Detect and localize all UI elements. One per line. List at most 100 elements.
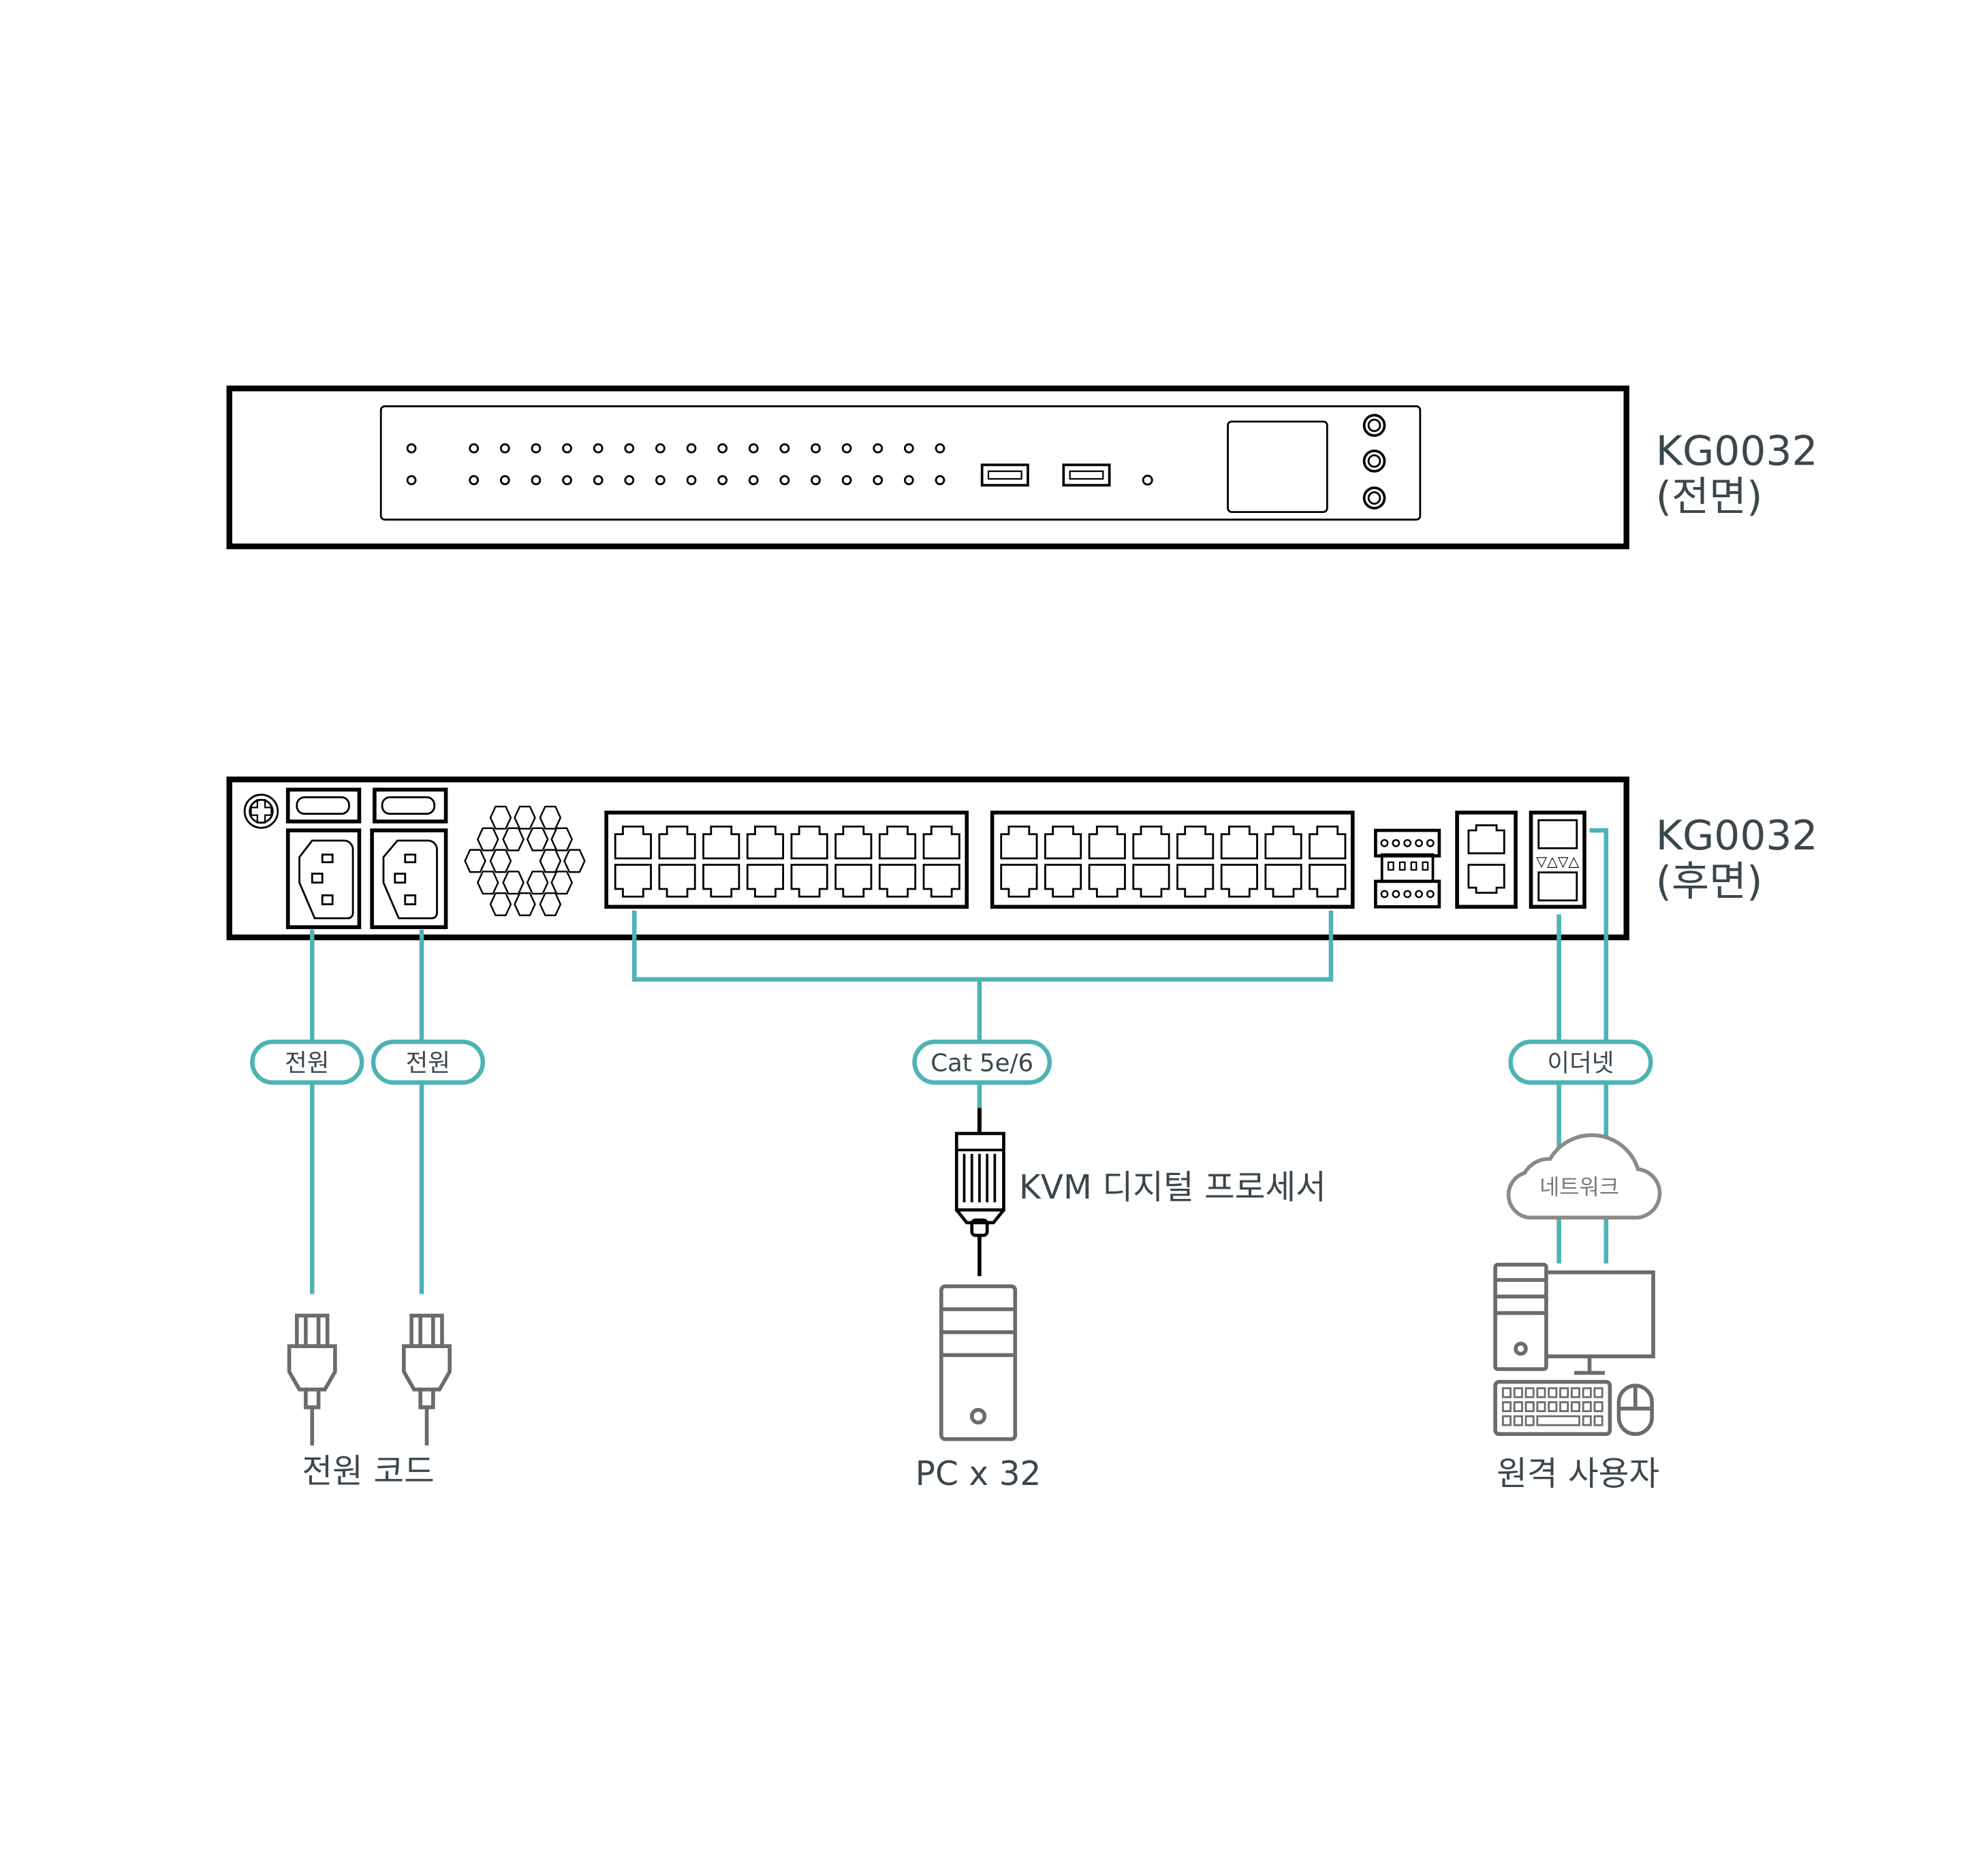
port-led [779, 443, 790, 454]
svg-text:▽△▽△: ▽△▽△ [1536, 853, 1579, 869]
network-cloud-icon: 네트워크 [1506, 1133, 1662, 1220]
port-led [903, 475, 914, 486]
keyboard-key [1513, 1415, 1523, 1426]
power-switch [285, 787, 362, 824]
port-led [499, 475, 510, 486]
port-led [841, 475, 852, 486]
power-cable-label: 전원 [250, 1039, 364, 1085]
vent-hole [489, 805, 512, 830]
keyboard-key [1524, 1415, 1535, 1426]
rj45-port [1000, 864, 1038, 898]
port-led [531, 475, 542, 486]
remote-computer-icon [1493, 1262, 1655, 1437]
port-led [593, 443, 604, 454]
terminal-pin [1403, 839, 1412, 847]
rj45-port [702, 826, 740, 860]
rj45-port [1132, 826, 1170, 860]
keyboard-key [1559, 1387, 1569, 1398]
keyboard-key [1501, 1387, 1512, 1398]
front-model-label: KG0032 [1656, 427, 1818, 475]
vent-hole [550, 827, 573, 851]
cat-cable-label: Cat 5e/6 [912, 1039, 1052, 1085]
terminal-slot [1422, 861, 1429, 871]
vent-hole [526, 871, 549, 895]
keyboard-key [1501, 1415, 1512, 1426]
ground-screw-icon [243, 794, 279, 829]
kvm-port-block [604, 811, 969, 909]
port-led [531, 443, 542, 454]
console-ports [1455, 811, 1518, 909]
rj45-port [922, 864, 960, 898]
lan-ports: ▽△▽△ [1529, 811, 1586, 909]
port-led [748, 443, 759, 454]
port-led [686, 443, 697, 454]
svg-text:Cat 5e/6: Cat 5e/6 [930, 1049, 1033, 1077]
vent-hole [514, 805, 536, 830]
rear-panel: ▽△▽△ [226, 777, 1629, 941]
led-indicator [1142, 474, 1153, 486]
plug-body [402, 1344, 452, 1392]
rj45-port [1176, 826, 1215, 860]
port-led [562, 443, 572, 454]
usb-port [1062, 463, 1111, 487]
power-cable-label: 전원 [371, 1039, 486, 1085]
fan-vent-icon [464, 805, 586, 916]
port-led [624, 475, 635, 486]
rj45-port [790, 826, 828, 860]
rj45-port [614, 864, 652, 898]
port-led [841, 443, 852, 454]
vent-hole [539, 849, 562, 873]
port-led [593, 475, 604, 486]
keyboard-key [1524, 1387, 1535, 1398]
rear-model-label: KG0032 [1656, 812, 1818, 860]
plug-body [287, 1344, 337, 1392]
rj45-port [878, 864, 917, 898]
led-indicator [406, 443, 417, 454]
plug-cord [418, 1389, 435, 1446]
lcd-display [1227, 420, 1328, 514]
terminal-pin [1403, 890, 1412, 898]
terminal-pin [1426, 890, 1435, 898]
port-led [624, 443, 635, 454]
terminal-pin [1392, 890, 1401, 898]
port-led [873, 443, 883, 454]
power-inlet [285, 828, 362, 929]
keyboard-key [1559, 1401, 1569, 1412]
rj45-port [1044, 864, 1082, 898]
svg-text:전원: 전원 [406, 1049, 450, 1077]
keyboard-key [1570, 1401, 1580, 1412]
ethernet-cable [1589, 828, 1609, 1264]
plug-pins [409, 1313, 444, 1349]
keyboard-key [1513, 1387, 1523, 1398]
vent-hole [526, 827, 549, 851]
rj45-port [1000, 826, 1038, 860]
plug-pins [294, 1313, 330, 1349]
terminal-slot [1410, 861, 1418, 871]
rj45-port [1309, 826, 1347, 860]
rj45-port [1088, 826, 1126, 860]
pc-tower-icon [939, 1284, 1018, 1441]
rj45-port [1176, 864, 1215, 898]
keyboard-key [1513, 1401, 1523, 1412]
keyboard-key [1524, 1401, 1535, 1412]
vent-hole [502, 827, 525, 851]
keyboard-key [1548, 1387, 1558, 1398]
front-led-group [406, 443, 945, 486]
cat-cable [631, 910, 1334, 1131]
port-led [655, 475, 666, 486]
terminal-pin [1415, 839, 1423, 847]
front-panel [226, 386, 1629, 550]
keyboard-key [1536, 1387, 1546, 1398]
keyboard-key [1593, 1401, 1603, 1412]
terminal-pin [1415, 890, 1423, 898]
vent-hole [476, 871, 499, 895]
vent-hole [489, 849, 512, 873]
power-cord-label: 전원 코드 [302, 1452, 434, 1490]
port-led [717, 475, 728, 486]
port-led [873, 475, 883, 486]
rj45-port [746, 864, 785, 898]
kvm-port-block [990, 811, 1355, 909]
port-led [811, 443, 821, 454]
port-led [686, 475, 697, 486]
led-indicator [406, 475, 417, 486]
